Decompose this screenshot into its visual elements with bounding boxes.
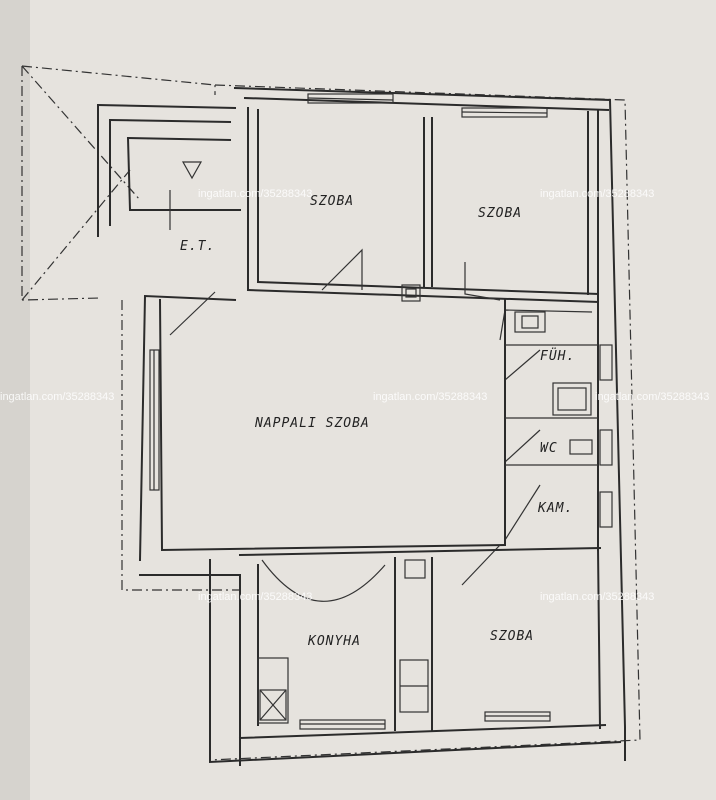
doors <box>169 190 593 602</box>
lower-rooms-walls <box>238 546 602 731</box>
label-szoba-2: SZOBA <box>478 206 522 221</box>
label-szoba-1: SZOBA <box>310 194 354 209</box>
watermark-bottom-left: ingatlan.com/35288343 <box>198 591 312 603</box>
label-et: E.T. <box>180 239 215 254</box>
kitchen-door-arc <box>261 559 386 602</box>
label-wc: WC <box>540 441 558 456</box>
label-konyha: KONYHA <box>307 634 361 649</box>
upper-bedrooms-walls <box>246 107 600 304</box>
watermark-bottom-right: ingatlan.com/35288343 <box>540 591 654 603</box>
fixtures <box>401 284 593 455</box>
label-kam: KAM. <box>537 501 573 516</box>
paper-shadow-left <box>0 0 30 800</box>
watermark-mid-left: ingatlan.com/35288343 <box>0 391 114 403</box>
label-szoba-3: SZOBA <box>490 629 534 644</box>
entrance-marker-icon <box>181 161 203 180</box>
label-fuh: FÜH. <box>540 347 575 364</box>
service-walls <box>504 299 599 551</box>
watermark-top-right: ingatlan.com/35288343 <box>540 188 654 200</box>
windows <box>149 93 613 730</box>
label-nappali: NAPPALI SZOBA <box>254 416 370 431</box>
watermark-top-center: ingatlan.com/35288343 <box>198 188 312 200</box>
watermark-mid-center: ingatlan.com/35288343 <box>373 391 487 403</box>
roof-outline <box>21 65 641 761</box>
watermark-mid-right: ingatlan.com/35288343 <box>595 391 709 403</box>
